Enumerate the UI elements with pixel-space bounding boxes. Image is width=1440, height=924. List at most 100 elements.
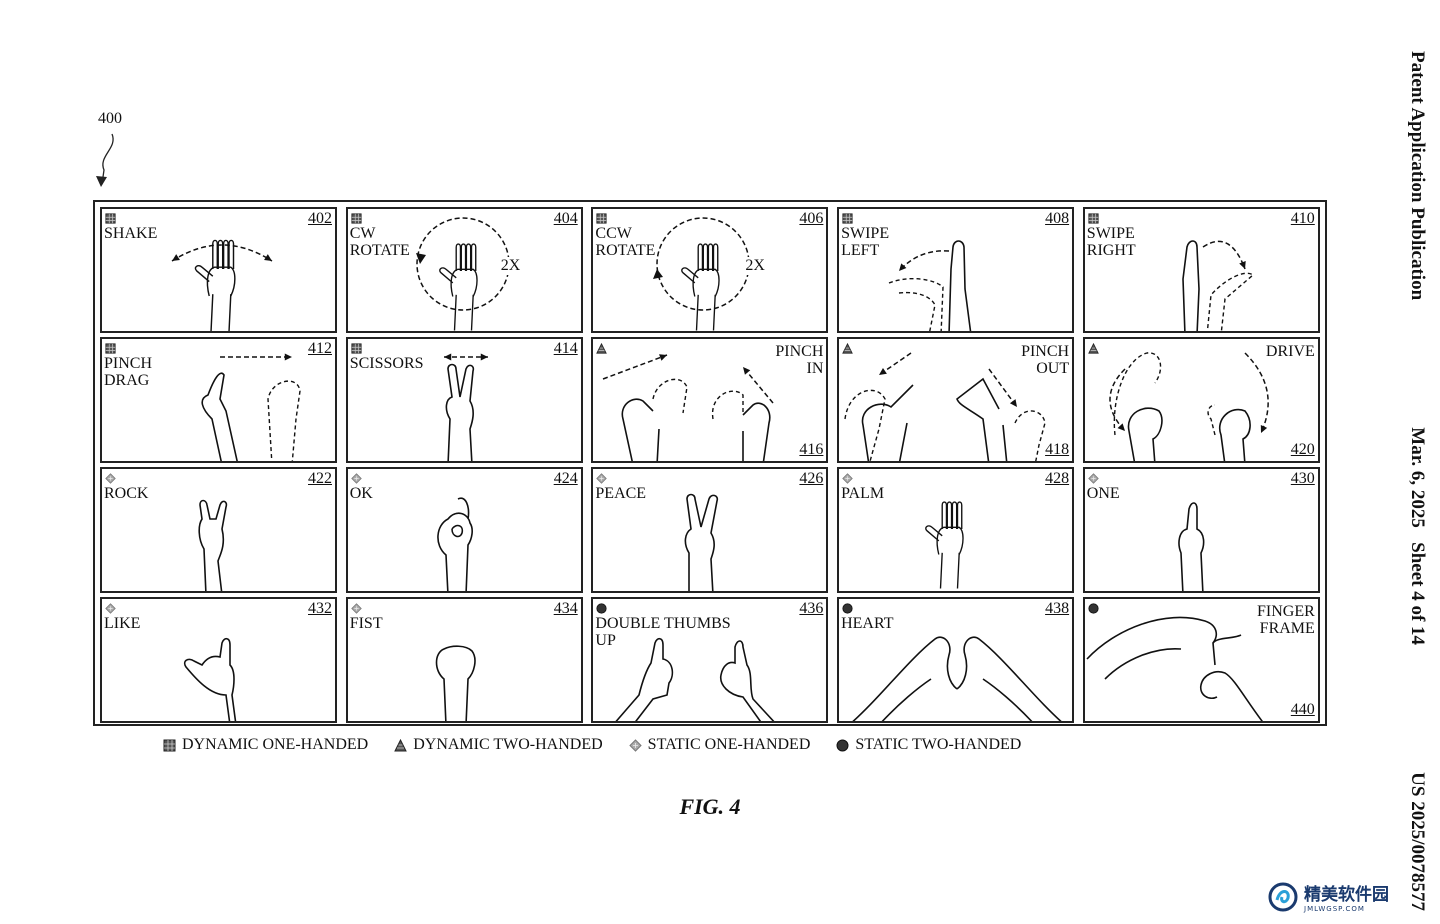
publication-title: Patent Application Publication [1407, 51, 1428, 301]
gesture-label: CCW ROTATE [595, 225, 656, 259]
peace-hand-illustration [685, 493, 719, 591]
gesture-label: FIST [349, 615, 383, 632]
publication-date: Mar. 6, 2025 [1407, 427, 1428, 528]
legend-item-dynamic-one: DYNAMIC ONE-HANDED [163, 736, 368, 754]
static-two-category-icon [596, 603, 607, 614]
gesture-ref-number: 414 [553, 340, 578, 357]
frame-hand-illustration [1086, 616, 1263, 721]
gesture-panel-420: DRIVE 420 [1082, 337, 1320, 463]
watermark-url: JMLWGSP.COM [1304, 905, 1365, 913]
dynamic-two-category-icon [842, 343, 853, 354]
patent-header: Patent Application Publication Mar. 6, 2… [1406, 51, 1428, 911]
static-one-category-icon [1088, 473, 1099, 484]
legend-label: DYNAMIC ONE-HANDED [182, 736, 369, 753]
publication-number: US 2025/0078577 [1407, 772, 1428, 911]
dynamic-one-category-icon [105, 343, 116, 354]
gesture-ref-number: 430 [1290, 470, 1315, 487]
gesture-ref-number: 422 [308, 470, 332, 487]
gesture-ref-number: 434 [553, 600, 578, 617]
gesture-ref-number: 440 [1290, 701, 1315, 718]
static-one-legend-icon [628, 738, 642, 752]
gesture-panel-422: ROCK 422 [100, 467, 337, 593]
static-one-category-icon [350, 603, 362, 614]
fist-hand-illustration [435, 645, 476, 721]
ref-leader-arrow [96, 133, 114, 187]
gesture-ref-number: 432 [308, 600, 332, 617]
pinchdrag-hand-illustration [201, 353, 301, 461]
gesture-panel-434: FIST 434 [345, 597, 583, 723]
dynamic-one-category-icon [842, 213, 853, 224]
gesture-ref-number: 420 [1290, 441, 1315, 458]
gesture-ref-number: 406 [799, 210, 824, 227]
gesture-ref-number: 404 [553, 210, 578, 227]
gesture-label: SWIPE RIGHT [1086, 225, 1136, 259]
gesture-ref-number: 438 [1045, 600, 1070, 617]
scissors-hand-illustration [443, 353, 488, 461]
gesture-ref-number: 410 [1290, 210, 1315, 227]
static-one-category-icon [842, 473, 853, 484]
swiperight-hand-illustration [1181, 240, 1254, 331]
publication-date-sheet: Mar. 6, 2025 Sheet 4 of 14 [1406, 427, 1428, 645]
gesture-panel-438: HEART 438 [837, 597, 1075, 723]
legend-label: DYNAMIC TWO-HANDED [413, 736, 603, 753]
gesture-label: ROCK [104, 485, 149, 502]
gesture-panel-412: PINCH DRAG 412 [100, 337, 337, 463]
legend: DYNAMIC ONE-HANDED DYNAMIC TWO-HANDED STAT… [163, 736, 1021, 754]
gesture-ref-number: 426 [799, 470, 824, 487]
legend-item-static-two: STATIC TWO-HANDED [836, 736, 1021, 754]
dynamic-one-category-icon [1088, 213, 1099, 224]
shake-hand-illustration [171, 239, 273, 331]
gesture-panel-410: SWIPE RIGHT 410 [1082, 207, 1320, 333]
gesture-label: SHAKE [104, 225, 158, 242]
gesture-ref-number: 412 [308, 340, 332, 357]
heart-hand-illustration [852, 636, 1062, 721]
one-hand-illustration [1178, 502, 1205, 591]
static-one-category-icon [596, 473, 608, 484]
gesture-label: ONE [1086, 485, 1120, 502]
legend-item-dynamic-two: DYNAMIC TWO-HANDED [394, 736, 603, 754]
watermark-name: 精美软件园 [1304, 885, 1389, 905]
gesture-ref-number: 428 [1045, 470, 1070, 487]
dynamic-one-category-icon [596, 213, 607, 224]
thumbs-hand-illustration [615, 637, 775, 721]
like-hand-illustration [183, 637, 237, 721]
rock-hand-illustration [198, 499, 228, 591]
pinchout-hand-illustration [844, 352, 1046, 461]
gesture-ref-number: 436 [799, 600, 824, 617]
gesture-ref-number: 416 [799, 441, 824, 458]
static-one-category-icon [105, 603, 116, 614]
static-two-legend-icon [836, 739, 849, 751]
gesture-label: DOUBLE THUMBS UP [595, 615, 731, 649]
dynamic-two-legend-icon [394, 738, 408, 751]
gesture-ref-number: 418 [1045, 441, 1070, 458]
legend-label: STATIC ONE-HANDED [647, 736, 811, 753]
figure-ref-number: 400 [98, 110, 122, 127]
drive-hand-illustration [1109, 352, 1269, 461]
gesture-label: LIKE [104, 615, 141, 632]
dynamic-two-category-icon [596, 343, 608, 354]
motion-repeat-label: 2X [499, 257, 522, 275]
gesture-panel-436: DOUBLE THUMBS UP 436 [591, 597, 829, 723]
swipeleft-hand-illustration [888, 240, 972, 331]
gesture-label: PINCH DRAG [104, 355, 153, 389]
gesture-label: DRIVE [1265, 343, 1315, 360]
gesture-ref-number: 402 [308, 210, 332, 227]
legend-item-static-one: STATIC ONE-HANDED [628, 736, 811, 754]
gesture-ref-number: 408 [1045, 210, 1070, 227]
gesture-panel-432: LIKE 432 [100, 597, 337, 723]
gesture-label: SWIPE LEFT [841, 225, 890, 259]
gesture-label: HEART [841, 615, 894, 632]
motion-repeat-label: 2X [744, 257, 766, 275]
static-one-category-icon [350, 473, 362, 484]
pinchin-hand-illustration [603, 354, 774, 461]
gesture-panel-408: SWIPE LEFT 408 [837, 207, 1075, 333]
